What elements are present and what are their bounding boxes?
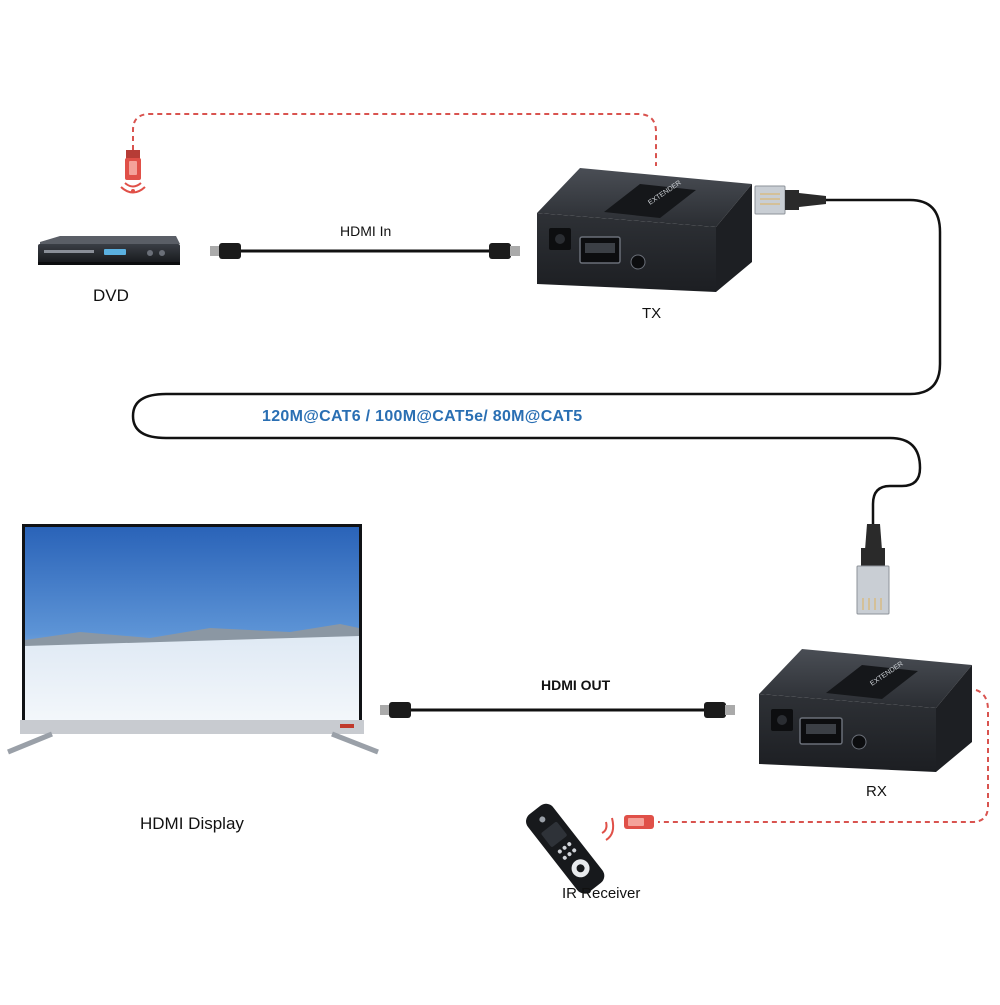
ir-dashed-line-tx [132, 113, 657, 166]
rx-label: RX [866, 783, 887, 800]
ir-emitter-icon [120, 150, 146, 194]
hdmi-out-cable [380, 702, 735, 718]
hdmi-out-label: HDMI OUT [541, 677, 611, 693]
dvd-label: DVD [93, 286, 129, 305]
cable-spec-label: 120M@CAT6 / 100M@CAT5e/ 80M@CAT5 [262, 408, 583, 425]
rj45-connector-rx-icon [856, 524, 890, 615]
hdmi-in-label: HDMI In [340, 223, 392, 239]
tx-device: EXTENDER [537, 168, 752, 292]
ir-receiver-head-icon [624, 815, 654, 829]
ethernet-cable [131, 198, 942, 540]
ir-dashed-line-rx [658, 689, 989, 823]
rj45-connector-tx-icon [754, 185, 826, 215]
rx-device: EXTENDER [759, 649, 972, 772]
ir-receiver-label: IR Receiver [562, 885, 641, 902]
remote-control-icon [526, 803, 605, 894]
ir-signal-icon [601, 817, 615, 841]
hdmi-display-label: HDMI Display [140, 814, 244, 833]
tx-label: TX [642, 305, 662, 322]
hdmi-display-icon [7, 524, 379, 755]
hdmi-in-cable [210, 243, 520, 259]
dvd-player-icon [38, 236, 180, 265]
